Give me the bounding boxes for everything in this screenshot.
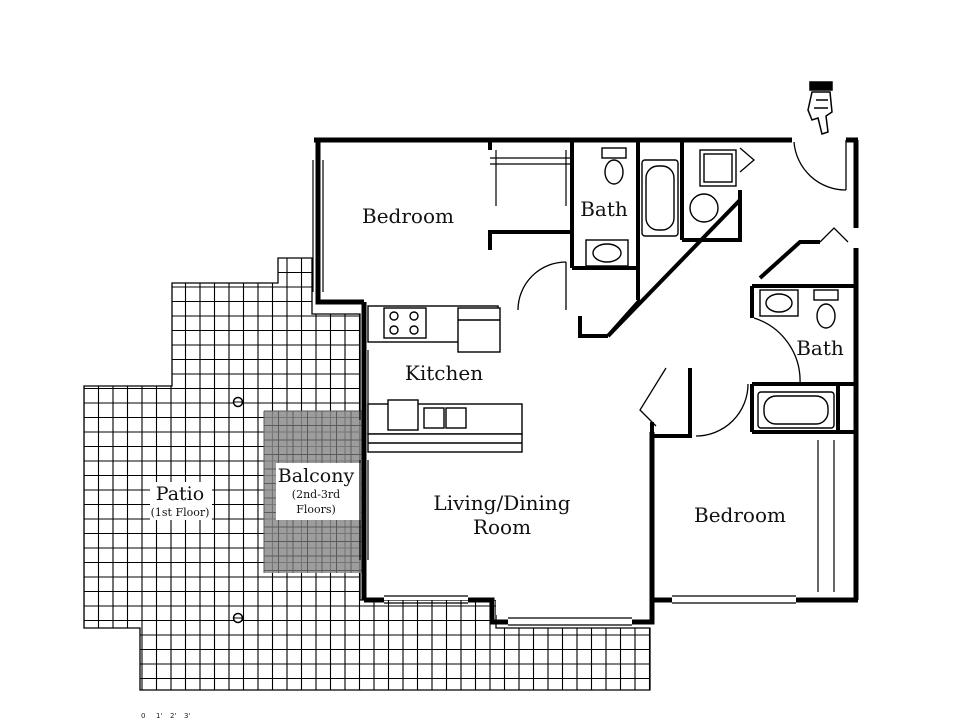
room-labels: Bedroom Bath Kitchen Bath Living/Dining … <box>362 197 844 539</box>
door-swings <box>517 140 849 437</box>
bath-1-fixtures <box>585 147 679 267</box>
balcony-note-1: (2nd-3rd <box>292 488 340 501</box>
exterior-walls <box>314 137 859 625</box>
bath-1-label: Bath <box>580 197 628 221</box>
living-room-label: Room <box>473 515 531 539</box>
bedroom-1-label: Bedroom <box>362 204 454 228</box>
patio-label: Patio <box>156 483 204 505</box>
scale-tick-1: 1' <box>156 712 162 720</box>
unit-floor <box>314 140 858 615</box>
patio-note: (1st Floor) <box>151 506 210 519</box>
drain-icon <box>232 612 244 624</box>
scale-tick-0: 0 <box>141 712 145 720</box>
closet-1 <box>490 150 572 206</box>
scale-bar: 0 1' 2' 3' <box>141 712 190 720</box>
drain-icon <box>232 396 244 408</box>
balcony-note-2: Floors) <box>296 503 336 516</box>
scale-tick-3: 3' <box>184 712 190 720</box>
kitchen-label: Kitchen <box>405 361 483 385</box>
bath-2-fixtures <box>757 289 839 429</box>
balcony-label: Balcony <box>278 465 355 487</box>
bath-2-label: Bath <box>796 336 844 360</box>
living-dining-label: Living/Dining <box>433 491 570 515</box>
balcony-area <box>263 410 364 573</box>
kitchen-fixtures <box>367 305 523 453</box>
pointing-hand-icon <box>807 81 833 135</box>
bedroom-2-label: Bedroom <box>694 503 786 527</box>
interior-walls <box>362 140 856 438</box>
laundry <box>689 149 737 223</box>
scale-tick-2: 2' <box>170 712 176 720</box>
outdoor-labels: Patio (1st Floor) Balcony (2nd-3rd Floor… <box>150 465 354 520</box>
windows <box>312 160 835 626</box>
